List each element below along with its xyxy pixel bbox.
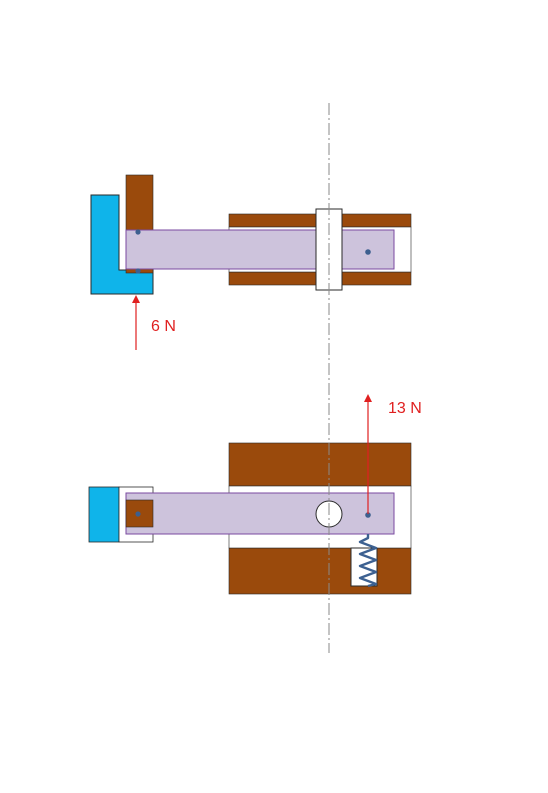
- bottom-lever-bar: [125, 492, 395, 535]
- top-contact-point-upper: [135, 229, 141, 235]
- bottom-housing-lower: [228, 547, 412, 595]
- bottom-view: 13 N: [88, 394, 422, 595]
- top-lever-end-point: [365, 249, 371, 255]
- bottom-brown-block: [125, 499, 154, 528]
- bottom-spring: [358, 534, 378, 588]
- bottom-force-label: 13 N: [388, 400, 422, 417]
- bottom-housing-upper: [228, 442, 412, 487]
- top-force-label: 6 N: [151, 318, 176, 335]
- bottom-contact-point: [135, 511, 141, 517]
- bottom-cyan-block: [88, 486, 120, 543]
- top-contact-point-lower: [135, 268, 141, 274]
- top-view: 6 N: [90, 174, 412, 350]
- top-lever-bar: [125, 229, 395, 270]
- bottom-lever-end-point: [365, 512, 371, 518]
